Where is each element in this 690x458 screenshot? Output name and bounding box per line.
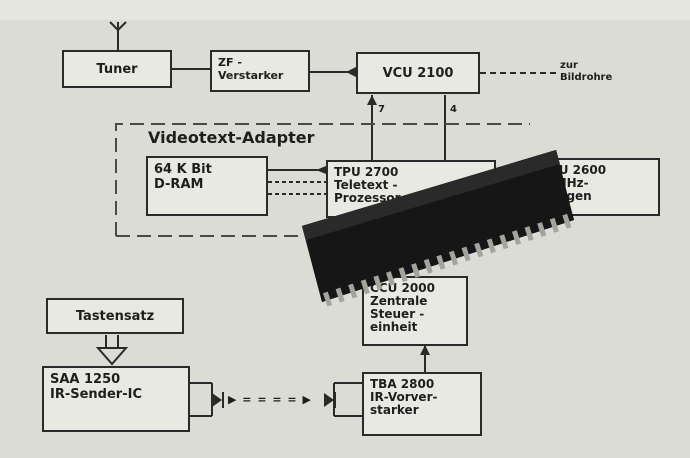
wire-mark-2: 4 [450, 104, 457, 115]
dram-block: 64 K Bit D-RAM [146, 156, 268, 216]
ir-link: ▶ = = = = ▶ [228, 393, 312, 406]
output-label: zur Bildrohre [560, 60, 612, 84]
tuner-block: Tuner [62, 50, 172, 88]
keypad-block: Tastensatz [46, 298, 184, 334]
tpu-block: TPU 2700 Teletext - Prozessor [326, 160, 496, 218]
mcu-block: MCU 2600 17MHz- Taktgen [530, 158, 660, 216]
wire-mark-1: 7 [378, 104, 385, 115]
ir-preamp-block: TBA 2800 IR-Vorver- starker [362, 372, 482, 436]
adapter-group-title: Videotext-Adapter [148, 128, 314, 147]
ir-sender-block: SAA 1250 IR-Sender-IC [42, 366, 190, 432]
if-amplifier-block: ZF - Verstarker [210, 50, 310, 92]
ccu-block: CCU 2000 Zentrale Steuer - einheit [362, 276, 468, 346]
antenna-icon [110, 22, 126, 50]
keypad-arrow-icon [98, 348, 126, 364]
ir-led-icon [212, 392, 223, 408]
paper-top-edge [0, 0, 690, 20]
vcu-block: VCU 2100 [356, 52, 480, 94]
